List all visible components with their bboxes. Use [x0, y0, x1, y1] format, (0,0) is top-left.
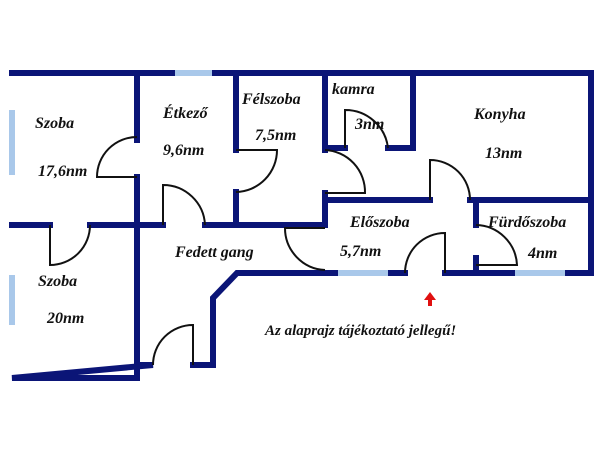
room-area: 17,6nm	[38, 163, 88, 180]
room-name: Félszoba	[242, 91, 301, 108]
door	[475, 224, 519, 266]
room-name: Fürdőszoba	[488, 214, 567, 231]
room-name: Konyha	[474, 106, 526, 123]
door	[283, 227, 326, 271]
room-area: 3nm	[355, 116, 385, 133]
door	[344, 108, 389, 149]
entrance-arrow-icon	[424, 292, 436, 306]
wall-felszoba-right	[322, 70, 594, 228]
room-name: Szoba	[38, 273, 78, 290]
room-area: 20nm	[47, 310, 85, 327]
wall-kamra	[322, 70, 416, 151]
disclaimer-note: Az alaprajz tájékoztató jellegű!	[265, 323, 457, 339]
door	[162, 183, 206, 226]
room-name: Étkező	[163, 105, 208, 122]
room-name: kamra	[332, 81, 375, 98]
room-name: Előszoba	[350, 214, 410, 231]
room-area: 13nm	[485, 145, 523, 162]
room-name: Szoba	[35, 115, 75, 132]
room-area: 5,7nm	[340, 243, 382, 260]
room-area: 9,6nm	[163, 142, 205, 159]
room-area: 4nm	[528, 245, 558, 262]
room-name: Fedett gang	[175, 244, 254, 261]
door	[152, 323, 194, 366]
door	[95, 136, 138, 178]
room-area: 7,5nm	[255, 127, 297, 144]
door	[324, 149, 367, 194]
doors	[49, 108, 519, 366]
door	[404, 231, 446, 274]
door	[235, 149, 279, 193]
door	[49, 224, 91, 267]
door	[429, 158, 471, 201]
windows	[9, 70, 565, 325]
